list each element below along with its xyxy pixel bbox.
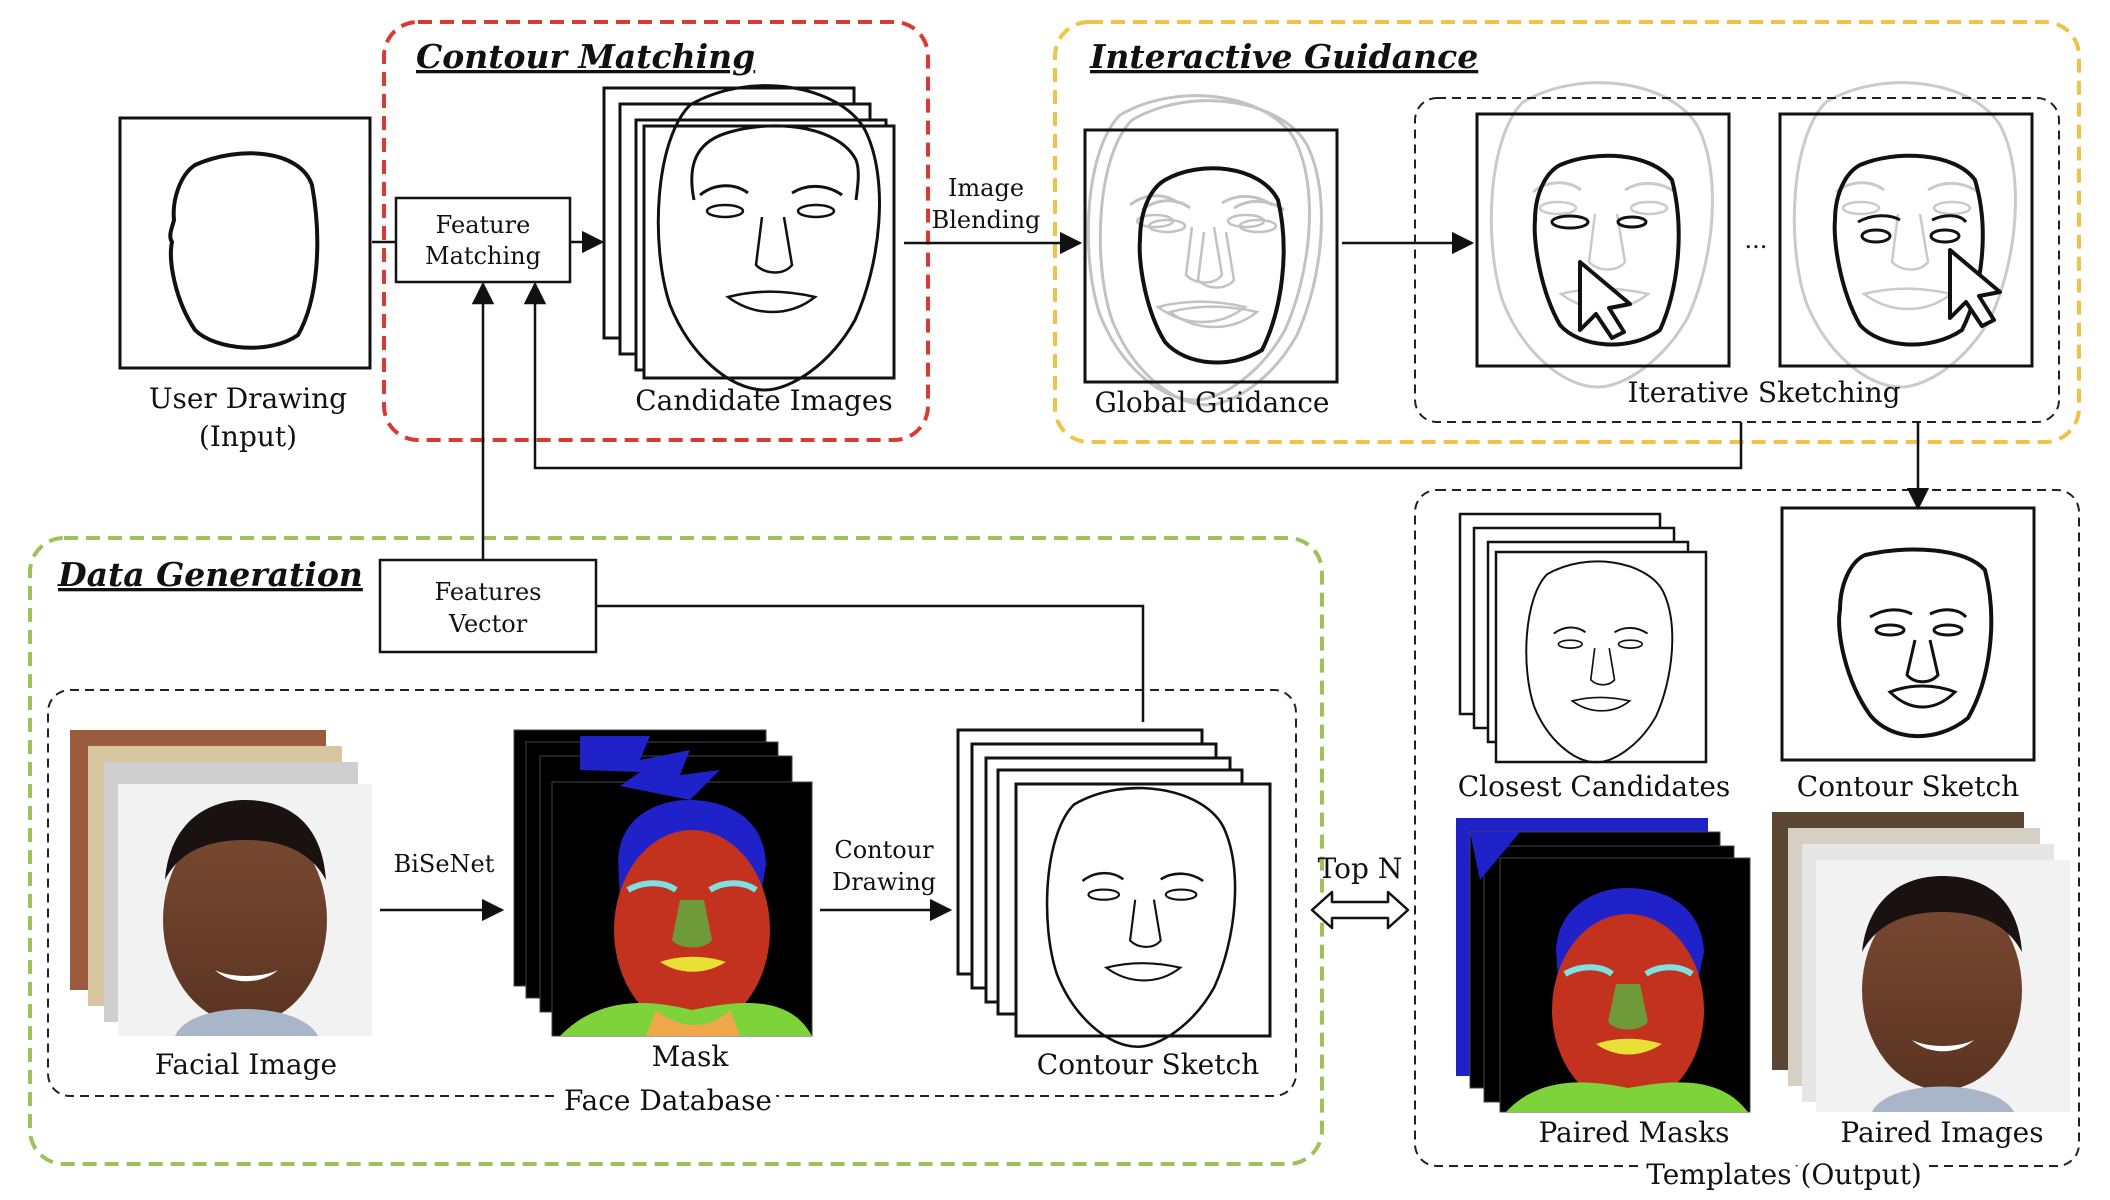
feature-matching-label-1: Feature	[436, 211, 531, 239]
facial-image-label: Facial Image	[155, 1048, 337, 1081]
feature-matching-box	[394, 196, 572, 284]
features-vector-box	[378, 558, 598, 654]
paired-masks-stack	[1456, 818, 1751, 1113]
facial-image-stack	[70, 730, 372, 1036]
interactive-guidance-title: Interactive Guidance	[1089, 37, 1478, 76]
input-label: (Input)	[199, 420, 297, 453]
paired-images-stack	[1772, 812, 2070, 1112]
ellipsis-label: ...	[1745, 226, 1768, 254]
contour-matching-section	[382, 20, 930, 442]
data-generation-title: Data Generation	[57, 555, 363, 594]
output-contour-sketch-panel	[1780, 506, 2036, 762]
closest-candidates-label: Closest Candidates	[1458, 770, 1731, 803]
image-blending-label-2: Blending	[932, 206, 1041, 234]
paired-images-label: Paired Images	[1840, 1116, 2043, 1149]
iterative-sketching-group	[1414, 97, 2060, 423]
contour-drawing-label-1: Contour	[834, 836, 934, 864]
output-contour-sketch-label: Contour Sketch	[1797, 770, 2019, 803]
feature-matching-label-2: Matching	[425, 242, 541, 270]
features-vector-label-2: Vector	[448, 610, 528, 638]
contour-sketch-label: Contour Sketch	[1037, 1048, 1259, 1081]
contour-matching-title: Contour Matching	[416, 37, 755, 76]
user-drawing-panel	[118, 116, 372, 370]
candidate-images-label: Candidate Images	[635, 384, 893, 417]
face-database-group	[47, 689, 1297, 1097]
iterative-sketching-label: Iterative Sketching	[1627, 376, 1900, 409]
global-guidance-label: Global Guidance	[1095, 386, 1330, 419]
user-drawing-label: User Drawing	[149, 382, 347, 415]
mask-label: Mask	[652, 1040, 730, 1073]
global-guidance-panel	[1083, 94, 1339, 407]
contour-drawing-label-2: Drawing	[832, 868, 936, 896]
interactive-guidance-section	[1053, 20, 2081, 444]
closest-candidates-stack	[1458, 512, 1708, 764]
paired-masks-label: Paired Masks	[1538, 1116, 1729, 1149]
line-sketch-to-vector	[596, 604, 1145, 722]
image-blending-label-1: Image	[948, 174, 1024, 202]
candidate-images-stack	[602, 84, 896, 392]
data-generation-section	[28, 536, 1324, 1166]
features-vector-label-1: Features	[435, 578, 542, 606]
iterative-sketch-panel-2	[1778, 81, 2034, 389]
face-database-label: Face Database	[564, 1084, 772, 1117]
contour-sketch-stack	[956, 728, 1272, 1049]
top-n-label: Top N	[1318, 852, 1403, 885]
bisenet-label: BiSeNet	[394, 850, 495, 878]
mask-stack	[513, 729, 813, 1037]
top-n-double-arrow	[1310, 890, 1410, 930]
templates-output-label: Templates (Output)	[1646, 1158, 1922, 1191]
feedback-line	[523, 281, 1743, 470]
iterative-sketch-panel-1	[1475, 81, 1731, 389]
